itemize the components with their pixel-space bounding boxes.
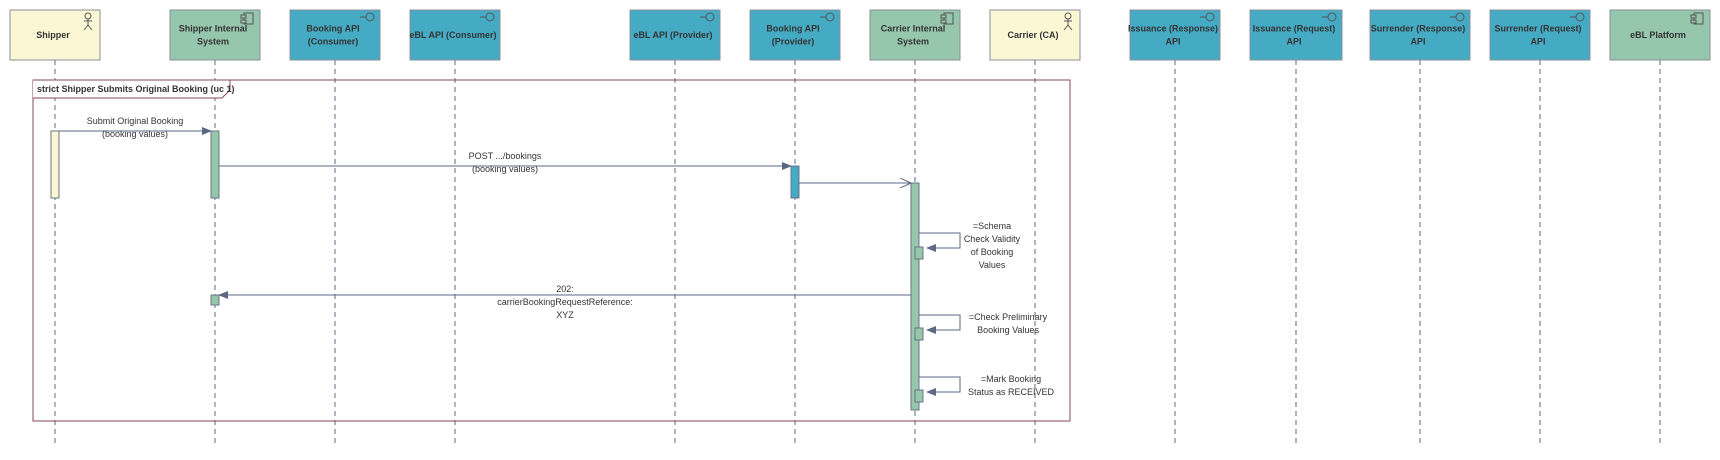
lifeline-label: Surrender (Request) <box>1494 24 1581 34</box>
lifeline-header[interactable] <box>289 9 381 61</box>
lifeline-surrender-response[interactable]: Surrender (Response) API <box>1369 9 1471 443</box>
lifeline-carrier-ca[interactable]: Carrier (CA) <box>989 9 1081 443</box>
interface-icon <box>360 12 375 22</box>
message-label: 202: <box>556 284 574 294</box>
lifeline-issuance-response[interactable]: Issuance (Response) API <box>1128 9 1221 443</box>
interface-icon <box>1322 12 1337 22</box>
message-label: POST .../bookings <box>469 151 542 161</box>
lifeline-surrender-request[interactable]: Surrender (Request) API <box>1489 9 1591 443</box>
message-label: Check Validity <box>964 234 1021 244</box>
message-label: of Booking <box>971 247 1014 257</box>
message-response-202[interactable]: 202: carrierBookingRequestReference: XYZ <box>218 284 911 320</box>
lifeline-shipper[interactable]: Shipper <box>9 9 101 443</box>
message-post-bookings[interactable]: POST .../bookings (booking values) <box>219 151 792 174</box>
message-label: carrierBookingRequestReference: <box>497 297 633 307</box>
lifeline-header[interactable] <box>989 9 1081 61</box>
lifeline-label: Shipper <box>36 30 70 40</box>
interface-icon <box>1200 12 1215 22</box>
self-message-arrow[interactable] <box>919 376 961 396</box>
activation-bar <box>210 130 220 199</box>
lifeline-label: Carrier Internal <box>881 24 946 34</box>
lifeline-header[interactable] <box>749 9 841 61</box>
lifeline-label: (Consumer) <box>308 37 359 47</box>
lifeline-header[interactable] <box>1249 9 1343 61</box>
message-label: XYZ <box>556 310 574 320</box>
lifeline-label: System <box>897 37 929 47</box>
lifeline-label: Shipper Internal <box>179 24 248 34</box>
lifeline-header[interactable] <box>9 9 101 61</box>
lifeline-label: (Provider) <box>772 37 815 47</box>
self-message-arrow[interactable] <box>919 232 961 252</box>
lifeline-header[interactable] <box>629 9 721 61</box>
message-label: Status as RECEIVED <box>968 387 1055 397</box>
lifeline-ebl-api-provider[interactable]: eBL API (Provider) <box>629 9 721 443</box>
component-icon <box>940 12 954 25</box>
lifeline-label: eBL API (Provider) <box>633 30 712 40</box>
message-label: =Schema <box>973 221 1011 231</box>
combined-fragment-frame: strict Shipper Submits Original Booking … <box>32 79 1071 422</box>
interface-icon <box>480 12 495 22</box>
lifeline-label: Booking API <box>766 24 819 34</box>
lifeline-label: API <box>1410 37 1425 47</box>
activation-bar <box>914 389 924 403</box>
component-icon <box>240 12 254 25</box>
activation-bar <box>50 130 60 199</box>
lifeline-label: Carrier (CA) <box>1007 30 1058 40</box>
message-label: Values <box>979 260 1006 270</box>
message-label: Booking Values <box>977 325 1039 335</box>
lifeline-label: Issuance (Request) <box>1253 24 1336 34</box>
frame-label: strict Shipper Submits Original Booking … <box>37 84 235 94</box>
message-label: Submit Original Booking <box>87 116 184 126</box>
lifeline-label: Surrender (Response) <box>1371 24 1466 34</box>
lifeline-header[interactable] <box>409 9 501 61</box>
activation-bar <box>910 182 920 411</box>
lifeline-label: API <box>1530 37 1545 47</box>
lifeline-label: eBL Platform <box>1630 30 1686 40</box>
lifeline-ebl-api-consumer[interactable]: eBL API (Consumer) <box>409 9 501 443</box>
message-label: (booking values) <box>472 164 538 174</box>
actor-icon <box>1063 12 1073 31</box>
interface-icon <box>1450 12 1465 22</box>
lifeline-label: Issuance (Response) <box>1128 24 1218 34</box>
lifeline-label: Booking API <box>306 24 359 34</box>
interface-icon <box>820 12 835 22</box>
message-label: =Check Preliminary <box>969 312 1048 322</box>
activation-bar <box>914 327 924 341</box>
component-icon <box>1690 12 1704 25</box>
lifeline-header[interactable] <box>1369 9 1471 61</box>
lifeline-label: API <box>1286 37 1301 47</box>
interface-icon <box>1570 12 1585 22</box>
lifeline-label: eBL API (Consumer) <box>409 30 496 40</box>
lifeline-label: API <box>1165 37 1180 47</box>
message-label: =Mark Booking <box>981 374 1041 384</box>
lifeline-ebl-platform[interactable]: eBL Platform <box>1609 9 1711 443</box>
message-submit-original-booking[interactable]: Submit Original Booking (booking values) <box>59 116 212 139</box>
interface-icon <box>700 12 715 22</box>
lifeline-header[interactable] <box>1129 9 1221 61</box>
activation-bar <box>210 294 220 306</box>
lifeline-header[interactable] <box>1489 9 1591 61</box>
lifeline-booking-api-consumer[interactable]: Booking API (Consumer) <box>289 9 381 443</box>
activation-bar <box>790 165 800 199</box>
lifeline-booking-api-provider[interactable]: Booking API (Provider) <box>749 9 841 443</box>
activation-bar <box>914 246 924 260</box>
self-message-arrow[interactable] <box>919 314 961 334</box>
message-label: (booking values) <box>102 129 168 139</box>
actor-icon <box>83 12 93 31</box>
lifeline-label: System <box>197 37 229 47</box>
lifeline-issuance-request[interactable]: Issuance (Request) API <box>1249 9 1343 443</box>
